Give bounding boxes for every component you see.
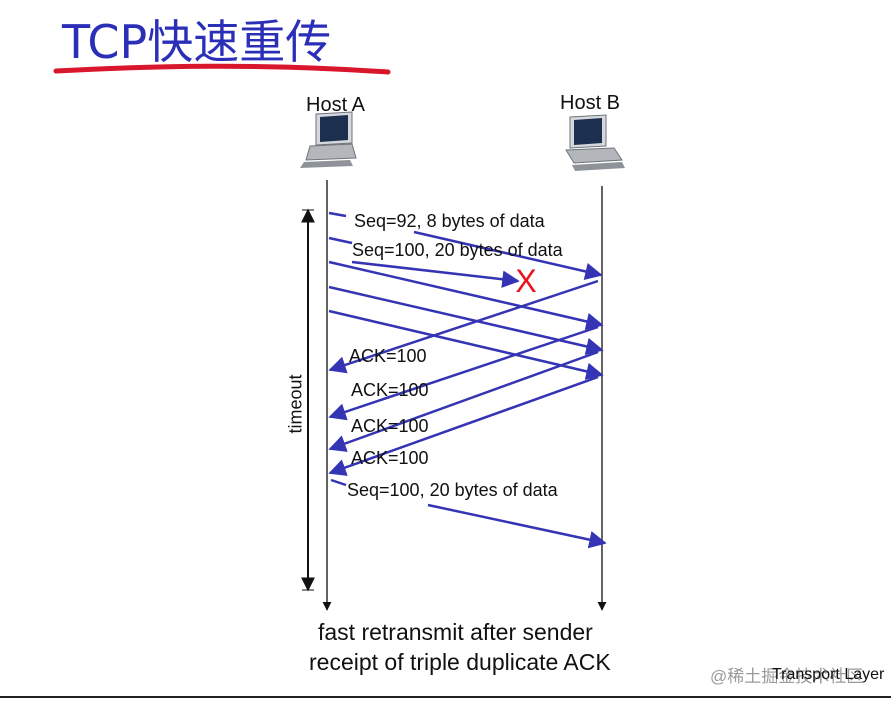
segment-seq100-label: Seq=100, 20 bytes of data bbox=[352, 240, 563, 260]
watermark: @稀土掘金技术社区 bbox=[710, 667, 864, 686]
ack-1-label: ACK=100 bbox=[349, 346, 427, 366]
lost-marker-x: X bbox=[515, 263, 536, 299]
host-a-label: Host A bbox=[306, 94, 365, 116]
footer-label: Transport Layer bbox=[772, 666, 885, 683]
timeout-label: timeout bbox=[285, 370, 307, 438]
bottom-rule bbox=[0, 696, 891, 698]
segment-seq92-arrow bbox=[328, 211, 347, 218]
host-b-label: Host B bbox=[560, 92, 621, 114]
timeout-bracket bbox=[301, 208, 315, 592]
host-b-computer-icon bbox=[565, 114, 625, 171]
segment-seq92-arrow-tail bbox=[413, 230, 603, 280]
retransmit-arrow-head bbox=[330, 478, 347, 487]
retransmit-arrow bbox=[427, 503, 607, 549]
ack-4-label: ACK=100 bbox=[351, 448, 429, 468]
slide-title: TCP快速重传 bbox=[62, 15, 332, 69]
ack-2-arrow bbox=[328, 325, 599, 421]
caption-line-2: receipt of triple duplicate ACK bbox=[309, 649, 611, 675]
ack-1-arrow bbox=[328, 279, 599, 374]
segment-5-arrow bbox=[328, 309, 604, 380]
segment-3-arrow bbox=[328, 260, 604, 330]
segment-seq100-lost-arrow-tail bbox=[351, 260, 520, 288]
title-underline bbox=[53, 63, 391, 75]
ack-2-label: ACK=100 bbox=[351, 380, 429, 400]
segment-seq100-lost-arrow bbox=[328, 236, 353, 245]
ack-3-label: ACK=100 bbox=[351, 416, 429, 436]
segment-4-arrow bbox=[328, 285, 604, 355]
ack-3-arrow bbox=[328, 350, 599, 452]
segment-seq92-label: Seq=92, 8 bytes of data bbox=[354, 211, 545, 231]
host-a-computer-icon bbox=[300, 111, 357, 168]
ack-4-arrow bbox=[328, 375, 599, 476]
caption-line-1: fast retransmit after sender bbox=[318, 619, 593, 645]
retransmit-label: Seq=100, 20 bytes of data bbox=[347, 480, 558, 500]
